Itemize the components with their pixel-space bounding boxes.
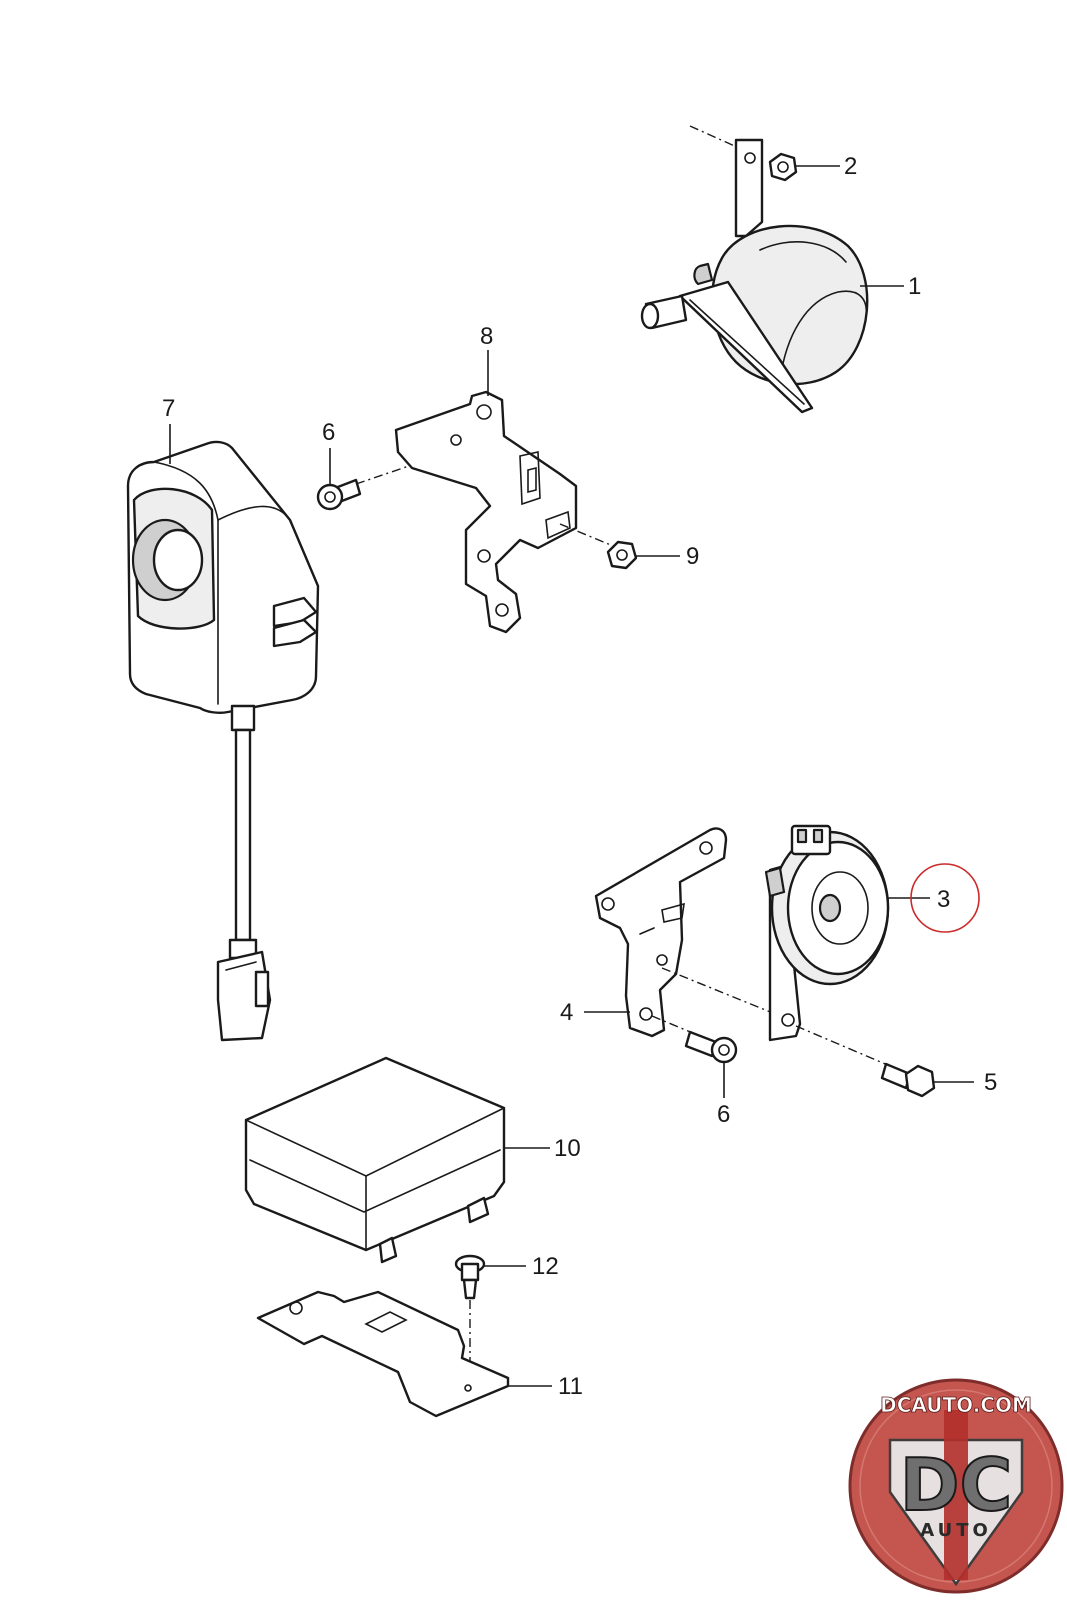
callout-5[interactable]: 5 [984, 1069, 997, 1096]
callout-11[interactable]: 11 [558, 1373, 583, 1400]
nut-part-2[interactable] [768, 152, 798, 182]
horn-disc-part-3[interactable] [661, 824, 890, 1042]
control-module-part-10[interactable] [244, 1056, 506, 1264]
mounting-plate-part-11[interactable] [256, 1290, 510, 1418]
callout-6-upper[interactable]: 6 [322, 419, 335, 446]
callout-4[interactable]: 4 [560, 999, 573, 1026]
screw-part-12[interactable] [454, 1254, 486, 1386]
screw-part-6-upper[interactable] [316, 447, 463, 511]
callout-2[interactable]: 2 [844, 153, 857, 180]
bracket-part-8[interactable] [394, 390, 578, 634]
callout-8[interactable]: 8 [480, 323, 493, 350]
horn-snail-part[interactable] [640, 125, 869, 414]
watermark-url: DCAUTO.COM [880, 1393, 1032, 1417]
callout-9[interactable]: 9 [686, 543, 699, 570]
screw-part-6-lower[interactable] [651, 1015, 738, 1064]
callout-numbers: 1 2 3 4 5 6 6 7 8 9 10 11 12 [162, 153, 997, 1400]
horn-bracket-part-4[interactable] [594, 827, 728, 1038]
callout-1[interactable]: 1 [908, 273, 921, 300]
callout-7[interactable]: 7 [162, 395, 175, 422]
dcauto-watermark-logo: DCAUTO.COM DC AUTO [848, 1378, 1064, 1594]
bolt-part-5[interactable] [795, 1025, 936, 1098]
callout-12[interactable]: 12 [532, 1253, 559, 1280]
leader-lines [169, 165, 974, 1387]
watermark-subtitle: AUTO [920, 1520, 992, 1541]
callout-10[interactable]: 10 [554, 1135, 581, 1162]
watermark-monogram: DC [900, 1443, 1013, 1527]
callout-3[interactable]: 3 [937, 886, 950, 913]
callout-3-highlight-ring [910, 863, 980, 933]
nut-part-9[interactable] [559, 523, 638, 570]
callout-6-lower[interactable]: 6 [717, 1101, 730, 1128]
alarm-siren-part[interactable] [126, 440, 320, 1042]
